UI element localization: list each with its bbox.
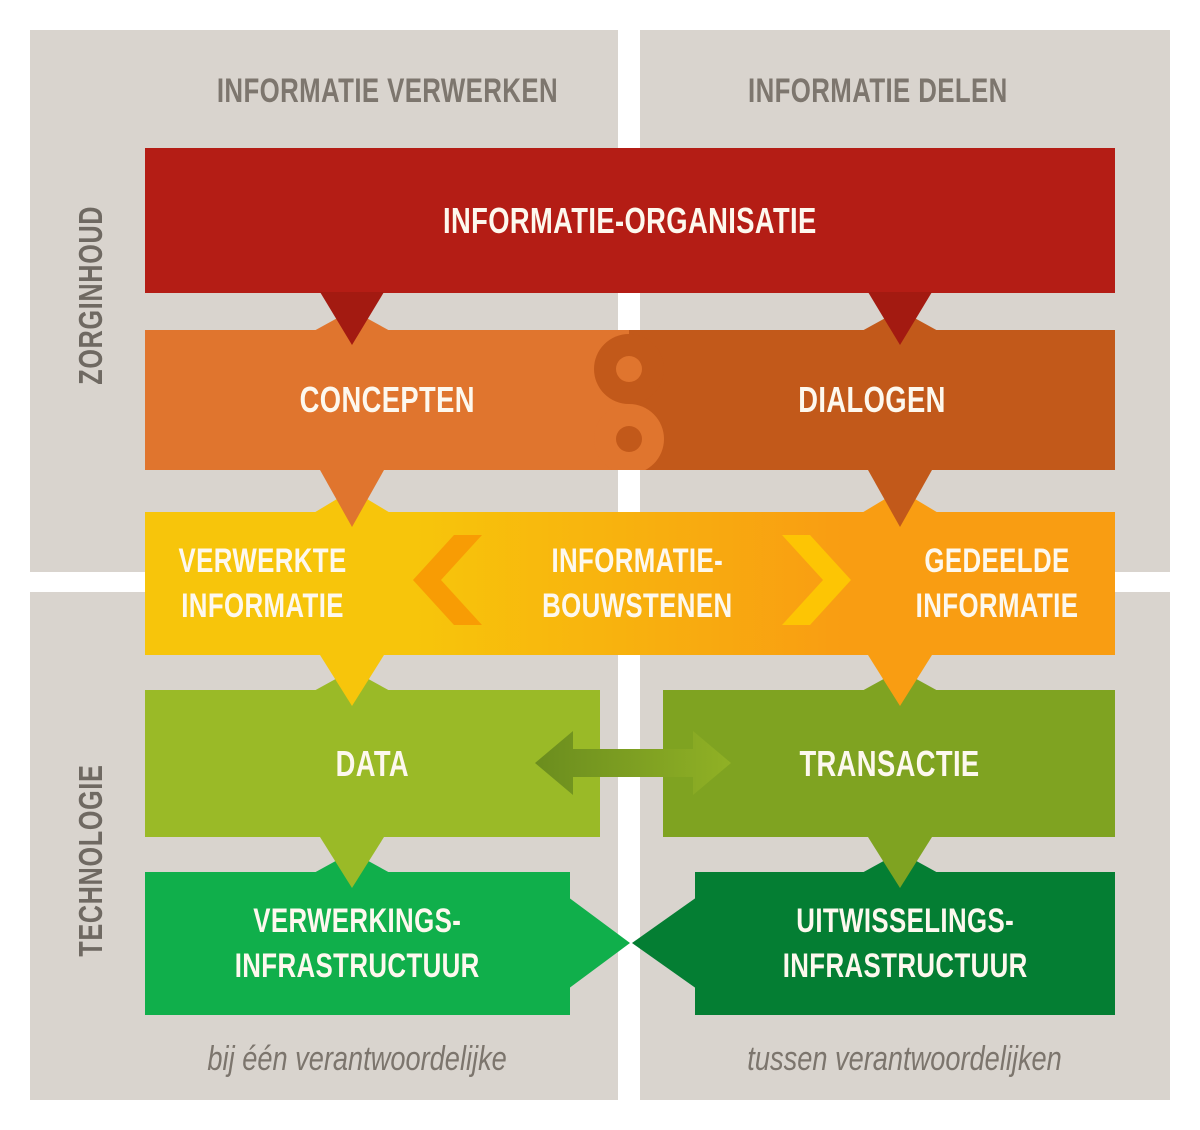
side-label-zorginhoud: ZORGINHOUD xyxy=(72,205,109,385)
band-transactie-label: TRANSACTIE xyxy=(798,742,980,784)
quadrant-bottom-left xyxy=(30,592,618,1100)
chevron-left-icon xyxy=(413,535,482,625)
band-transactie: TRANSACTIE xyxy=(663,690,1115,837)
junction-notch-orange-yellow-right xyxy=(860,470,940,527)
band-concepten-dialogen: CONCEPTEN DIALOGEN xyxy=(145,330,1115,470)
junction-notch-yellow-data xyxy=(312,655,392,706)
band-verwerkings-label: VERWERKINGS-INFRASTRUCTUUR xyxy=(234,901,481,985)
junction-notch-transactie-uitwisselings xyxy=(860,837,940,888)
column-header-right-text: INFORMATIE DELEN xyxy=(747,72,1008,110)
junction-notch-yellow-transactie xyxy=(860,655,940,706)
band-dialogen-half xyxy=(629,330,1115,470)
caption-tussen-verantwoordelijken: tussen verantwoordelijken xyxy=(747,1040,1063,1078)
band-concepten-label: CONCEPTEN xyxy=(299,379,475,420)
column-header-informatie-verwerken: INFORMATIE VERWERKEN xyxy=(145,72,630,111)
double-arrow-icon xyxy=(535,731,731,795)
band-informatie-bouwstenen-label: INFORMATIE-BOUWSTENEN xyxy=(541,541,733,625)
band-data-label: DATA xyxy=(335,742,410,784)
yin-yang-icon xyxy=(594,334,664,470)
band-data: DATA xyxy=(145,690,600,837)
junction-notch-red-orange-right xyxy=(860,292,940,345)
junction-notch-orange-yellow-left xyxy=(312,470,392,527)
band-informatie-organisatie-label: INFORMATIE-ORGANISATIE xyxy=(443,199,817,241)
band-uitwisselings-infrastructuur: UITWISSELINGS-INFRASTRUCTUUR xyxy=(695,872,1115,1015)
column-header-informatie-delen: INFORMATIE DELEN xyxy=(640,72,1115,111)
band-dialogen-label: DIALOGEN xyxy=(798,379,946,420)
band-verwerkings-infrastructuur: VERWERKINGS-INFRASTRUCTUUR xyxy=(145,872,570,1015)
junction-notch-data-verwerkings xyxy=(312,837,392,888)
junction-notch-red-orange-left xyxy=(312,292,392,345)
chevron-right-icon xyxy=(782,535,851,625)
bowtie-connector-icon xyxy=(568,897,697,989)
band-uitwisselings-label: UITWISSELINGS-INFRASTRUCTUUR xyxy=(782,901,1028,985)
quadrant-top-left xyxy=(30,30,618,572)
column-header-left-text: INFORMATIE VERWERKEN xyxy=(216,72,559,110)
band-informatie-organisatie: INFORMATIE-ORGANISATIE xyxy=(145,148,1115,293)
side-label-technologie: TECHNOLOGIE xyxy=(72,763,109,957)
caption-bij-een-verantwoordelijke: bij één verantwoordelijke xyxy=(207,1040,508,1078)
